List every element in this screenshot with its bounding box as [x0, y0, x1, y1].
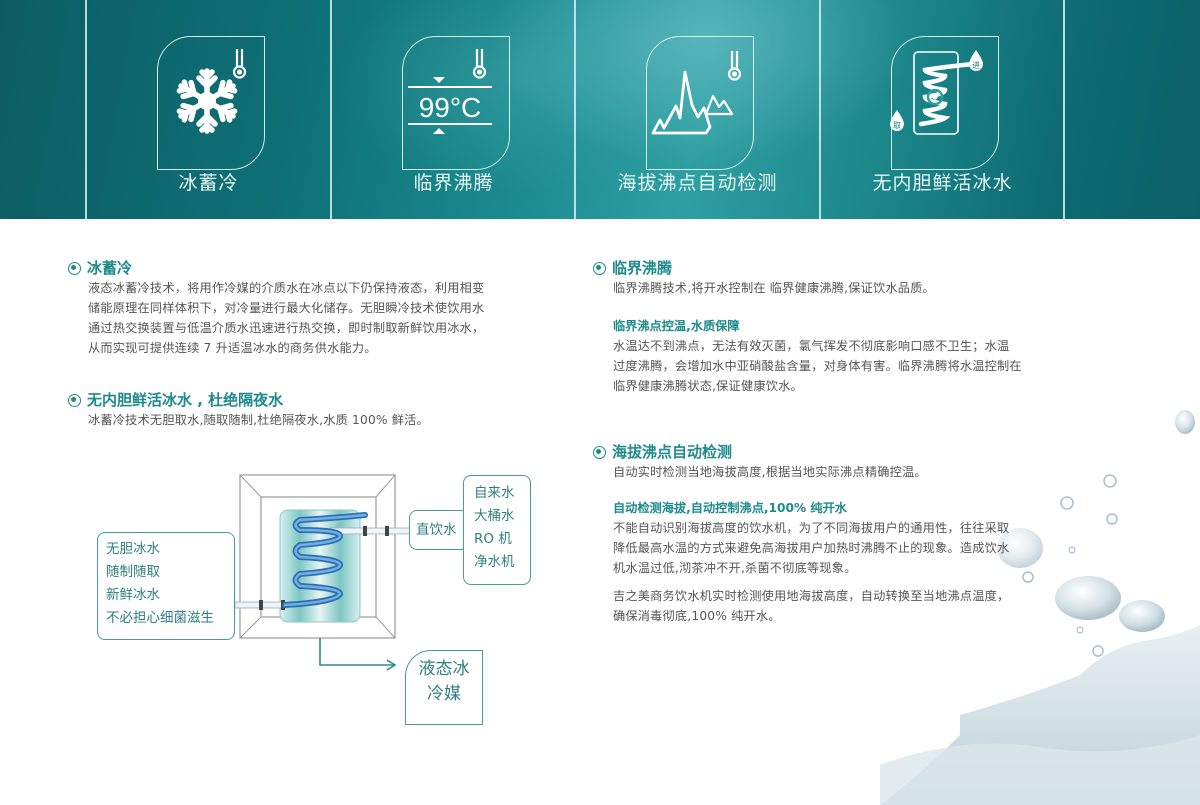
cooling-coil-diagram: 无胆冰水 随制随取 新鲜冰水 不必担心细菌滋生 直饮水 自来水 大桶水 RO 机… [95, 470, 535, 730]
radio-bullet-icon [593, 261, 606, 275]
leaf-frame [891, 36, 999, 170]
radio-bullet-icon [68, 393, 81, 407]
feature-label: 无内胆鲜活冰水 [872, 172, 1013, 194]
leaf-frame [402, 36, 510, 170]
section-detail: 不能自动识别海拔高度的饮水机，为了不同海拔用户的通用性，往往采取 降低最高水温的… [613, 521, 1010, 575]
section-title: 冰蓄冷 [68, 258, 558, 278]
feature-label: 临界沸腾 [413, 172, 494, 194]
section-body: 液态冰蓄冷技术，将用作冷媒的介质水在冰点以下仍保持液态，利用相变 储能原理在同样… [88, 281, 485, 355]
section-body: 冰蓄冷技术无胆取水,随取随制,杜绝隔夜水,水质 100% 鲜活。 [88, 413, 429, 427]
feature-label: 海拔沸点自动检测 [617, 172, 778, 194]
svg-text:取: 取 [893, 121, 901, 130]
water-source-list: 自来水 大桶水 RO 机 净水机 [463, 475, 531, 585]
mountain-thermometer-icon [651, 51, 742, 135]
banner-divider [330, 0, 332, 219]
svg-text:进: 进 [972, 61, 980, 70]
feature-no-tank: 进 取 无内胆鲜活冰水 [821, 0, 1064, 219]
coil-tank-icon: 进 取 [890, 50, 983, 135]
section-subtitle: 自动检测海拔,自动控制沸点,100% 纯开水 [613, 501, 847, 515]
direct-drink-label: 直饮水 [409, 510, 465, 550]
section-subtitle: 临界沸点控温,水质保障 [613, 319, 740, 333]
tank-schematic [234, 474, 416, 671]
banner-divider [85, 0, 87, 219]
feature-critical-boiling: 99°C 临界沸腾 [332, 0, 575, 219]
section-title: 临界沸腾 [593, 258, 1083, 278]
radio-bullet-icon [593, 445, 606, 459]
feature-label: 冰蓄冷 [178, 172, 239, 194]
leaf-frame [646, 36, 754, 170]
leaf-frame [157, 36, 265, 170]
radio-bullet-icon [68, 261, 81, 275]
section-detail: 水温达不到沸点，无法有效灭菌，氯气挥发不彻底影响口感不卫生；水温 过度沸腾，会增… [613, 339, 1022, 393]
banner-divider [1063, 0, 1065, 219]
section-altitude-detection: 海拔沸点自动检测 自动实时检测当地海拔高度,根据当地实际沸点精确控温。 自动检测… [593, 442, 1083, 626]
section-body: 自动实时检测当地海拔高度,根据当地实际沸点精确控温。 [613, 465, 927, 479]
feature-ice-storage: 冰蓄冷 [87, 0, 330, 219]
section-detail-2: 吉之美商务饮水机实时检测使用地海拔高度，自动转换至当地沸点温度， 确保消毒彻底,… [613, 589, 1010, 623]
section-title: 海拔沸点自动检测 [593, 442, 1083, 462]
section-no-tank: 无内胆鲜活冰水 , 杜绝隔夜水 冰蓄冷技术无胆取水,随取随制,杜绝隔夜水,水质 … [68, 390, 558, 430]
left-callout-benefits: 无胆冰水 随制随取 新鲜冰水 不必担心细菌滋生 [97, 532, 235, 640]
banner-divider [574, 0, 576, 219]
section-critical-boiling: 临界沸腾 临界沸腾技术,将开水控制在 临界健康沸腾,保证饮水品质。 临界沸点控温… [593, 258, 1083, 396]
liquid-ice-refrigerant-callout: 液态冰 冷媒 [405, 650, 483, 725]
feature-banner: 冰蓄冷 99°C 临界沸腾 海拔 [0, 0, 1200, 219]
section-ice-storage: 冰蓄冷 液态冰蓄冷技术，将用作冷媒的介质水在冰点以下仍保持液态，利用相变 储能原… [68, 258, 558, 358]
banner-divider [819, 0, 821, 219]
snowflake-thermometer-icon [87, 49, 247, 170]
feature-altitude-detection: 海拔沸点自动检测 [576, 0, 819, 219]
boiling-99c-icon: 99°C [408, 49, 492, 134]
section-title: 无内胆鲜活冰水 , 杜绝隔夜水 [68, 390, 558, 410]
section-body: 临界沸腾技术,将开水控制在 临界健康沸腾,保证饮水品质。 [613, 281, 935, 295]
svg-text:99°C: 99°C [419, 92, 482, 123]
